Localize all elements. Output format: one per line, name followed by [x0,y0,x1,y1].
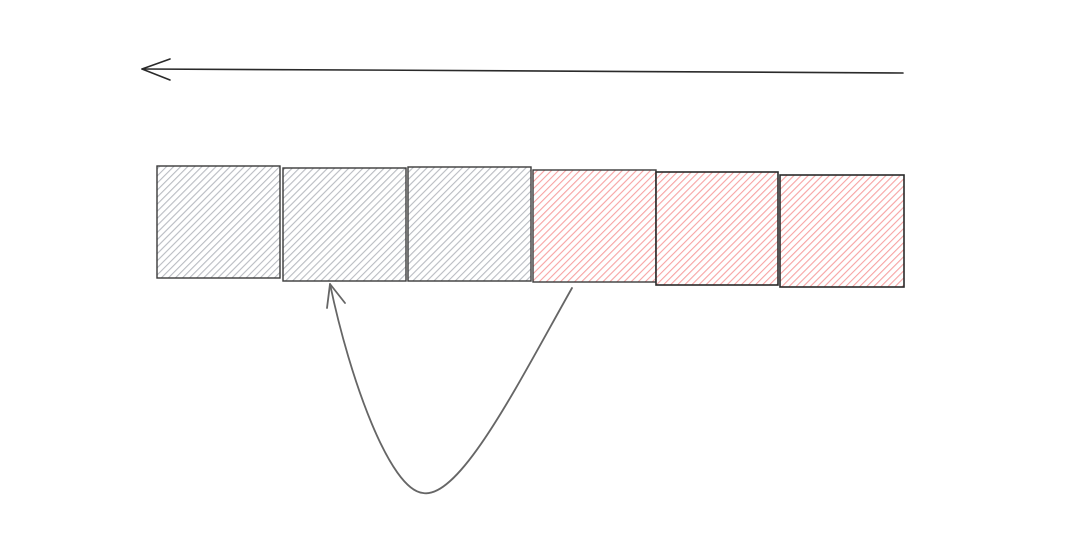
block-red-2 [655,171,779,286]
direction-arrow-head [141,58,171,81]
curved-arrow-path [329,283,573,494]
block-row [156,165,905,288]
block-gray-1 [156,165,281,279]
block-red-3 [779,174,905,288]
direction-arrow [141,58,904,81]
curved-arrow [326,283,573,494]
block-gray-3 [407,166,532,282]
block-gray-2 [282,167,407,282]
block-red-1 [532,169,657,283]
curved-arrow-head [326,283,346,309]
direction-arrow-shaft [141,68,904,74]
